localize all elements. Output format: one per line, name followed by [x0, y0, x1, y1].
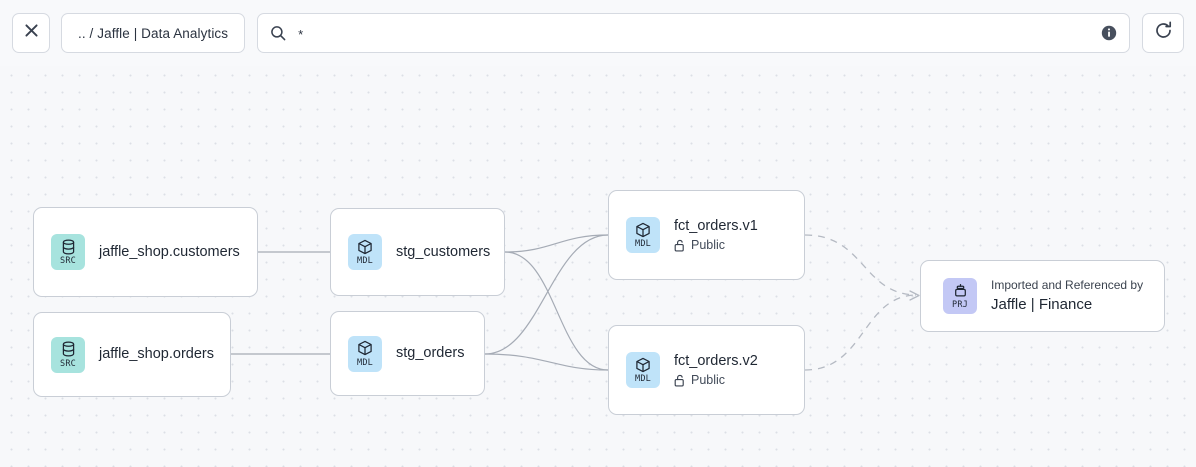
badge-mdl: MDL — [348, 234, 382, 270]
edge-fct-v2-to-prj — [804, 294, 917, 371]
node-title: fct_orders.v1 — [674, 217, 758, 234]
node-text: fct_orders.v1 Public — [674, 217, 758, 254]
search-icon — [270, 25, 286, 41]
edge-fct-v1-to-prj — [804, 234, 917, 296]
node-relation-label: Imported and Referenced by — [991, 278, 1144, 292]
breadcrumb-label: .. / Jaffle | Data Analytics — [78, 25, 229, 41]
toolbar: .. / Jaffle | Data Analytics * — [0, 0, 1196, 66]
badge-mdl-label: MDL — [357, 357, 373, 368]
graph-node-fct-orders-v1[interactable]: MDL fct_orders.v1 Public — [608, 190, 805, 280]
search-input[interactable]: * — [257, 13, 1130, 53]
node-title: stg_orders — [396, 345, 465, 361]
badge-src: SRC — [51, 234, 85, 270]
cube-icon — [357, 238, 373, 255]
badge-mdl-label: MDL — [357, 256, 373, 266]
edge-stg-orders-to-fct-v2 — [484, 353, 609, 371]
badge-mdl: MDL — [626, 352, 660, 388]
graph-node-stg-customers[interactable]: MDL stg_customers — [330, 208, 505, 296]
node-visibility: Public — [674, 237, 758, 254]
search-value[interactable]: * — [298, 26, 304, 42]
refresh-button[interactable] — [1142, 13, 1184, 53]
unlocked-padlock-icon — [674, 239, 686, 252]
node-text: stg_customers — [396, 243, 490, 262]
node-text: Imported and Referenced by Jaffle | Fina… — [991, 277, 1143, 315]
badge-mdl-label: MDL — [635, 374, 651, 384]
node-text: fct_orders.v2 Public — [674, 352, 758, 389]
graph-node-stg-orders[interactable]: MDL stg_orders — [330, 311, 485, 396]
badge-mdl: MDL — [626, 217, 660, 253]
edge-stg-customers-to-fct-v1 — [504, 234, 609, 253]
node-visibility-label: Public — [691, 372, 726, 387]
node-title: fct_orders.v2 — [674, 352, 758, 369]
badge-mdl: MDL — [348, 335, 382, 372]
database-icon — [61, 341, 76, 358]
badge-src-label: SRC — [60, 256, 76, 266]
badge-prj: PRJ — [943, 278, 977, 314]
node-title: stg_customers — [396, 243, 491, 260]
graph-node-prj-jaffle-finance[interactable]: PRJ Imported and Referenced by Jaffle | … — [920, 260, 1165, 332]
unlocked-padlock-icon — [674, 374, 686, 387]
refresh-icon — [1154, 21, 1173, 45]
node-text: jaffle_shop.orders — [99, 345, 214, 364]
node-text: jaffle_shop.customers — [99, 243, 240, 262]
cube-icon — [357, 340, 373, 357]
badge-mdl-label: MDL — [635, 239, 651, 249]
close-button[interactable] — [12, 13, 50, 53]
graph-canvas[interactable]: SRC jaffle_shop.customers SRC jaffle_sh — [0, 66, 1196, 467]
node-title: jaffle_shop.orders — [99, 346, 215, 362]
badge-src: SRC — [51, 336, 85, 373]
graph-node-src-customers[interactable]: SRC jaffle_shop.customers — [33, 207, 258, 297]
breadcrumb[interactable]: .. / Jaffle | Data Analytics — [61, 13, 246, 53]
node-text: stg_orders — [396, 344, 465, 363]
node-title: jaffle_shop.customers — [99, 243, 240, 260]
graph-node-src-orders[interactable]: SRC jaffle_shop.orders — [33, 312, 231, 397]
cube-icon — [635, 356, 651, 373]
cube-icon — [635, 221, 651, 238]
edge-stg-customers-to-fct-v2 — [504, 251, 609, 371]
info-icon[interactable] — [1101, 25, 1117, 41]
close-icon — [24, 23, 39, 43]
graph-node-fct-orders-v2[interactable]: MDL fct_orders.v2 Public — [608, 325, 805, 415]
edge-arrowhead-prj — [909, 290, 920, 301]
project-box-icon — [953, 282, 968, 299]
database-icon — [61, 238, 76, 255]
node-visibility-label: Public — [691, 237, 726, 252]
node-visibility: Public — [674, 372, 758, 389]
node-title: Jaffle | Finance — [991, 296, 1093, 313]
badge-prj-label: PRJ — [952, 300, 968, 310]
badge-src-label: SRC — [60, 358, 76, 369]
